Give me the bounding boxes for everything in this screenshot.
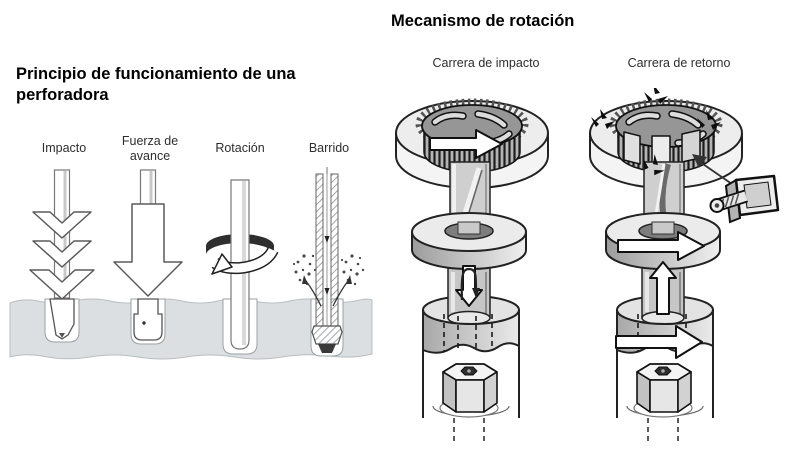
label-barrido: Barrido xyxy=(308,141,350,155)
label-impacto: Impacto xyxy=(41,141,87,155)
flushing-arrows xyxy=(302,275,352,307)
piston-front xyxy=(641,261,685,326)
feed-force-drill xyxy=(113,169,183,341)
ratchet-wheel xyxy=(615,104,717,173)
impact-stroke-mechanism xyxy=(395,98,549,444)
drill-bit xyxy=(133,298,163,341)
label-carrera-de-impacto: Carrera de impacto xyxy=(432,56,540,70)
drill-bit xyxy=(49,298,75,340)
wheel-rotation-arrow xyxy=(429,129,503,159)
hex-nut xyxy=(442,363,498,413)
piston-twist-arrow xyxy=(460,267,478,301)
center-dashes xyxy=(647,418,679,444)
hex-nut xyxy=(636,363,692,413)
engaged-pawls xyxy=(623,129,701,167)
bearing-collar xyxy=(411,212,527,270)
label-rotacion: Rotación xyxy=(215,141,265,155)
label-carrera-de-retorno: Carrera de retorno xyxy=(627,56,731,70)
return-stroke-mechanism xyxy=(589,88,780,444)
right-section-title: Mecanismo de rotación xyxy=(391,12,575,30)
drill-bit xyxy=(311,325,343,345)
piston-front xyxy=(447,265,491,326)
flushing-particles xyxy=(292,254,365,286)
impact-drill xyxy=(29,169,95,340)
left-section-title: Principio de funcionamiento de una perfo… xyxy=(16,65,296,105)
rotation-drill xyxy=(206,179,279,350)
drill-principles-illustration xyxy=(9,167,373,360)
collar-rotation-arrow xyxy=(617,231,705,261)
flushing-drill xyxy=(292,167,365,353)
pawl-detail xyxy=(709,174,780,224)
label-fuerza-de-avance: Fuerza de avance xyxy=(121,134,179,163)
feed-force-arrow xyxy=(113,203,183,297)
rotation-arrow xyxy=(211,247,279,275)
piston-up-arrow xyxy=(649,261,677,315)
pawl-spring-pin xyxy=(709,189,748,213)
center-dashes xyxy=(453,418,485,444)
chuck-rotation-arrow xyxy=(615,325,703,359)
impact-arrows xyxy=(29,211,95,300)
bearing-collar xyxy=(605,212,721,270)
